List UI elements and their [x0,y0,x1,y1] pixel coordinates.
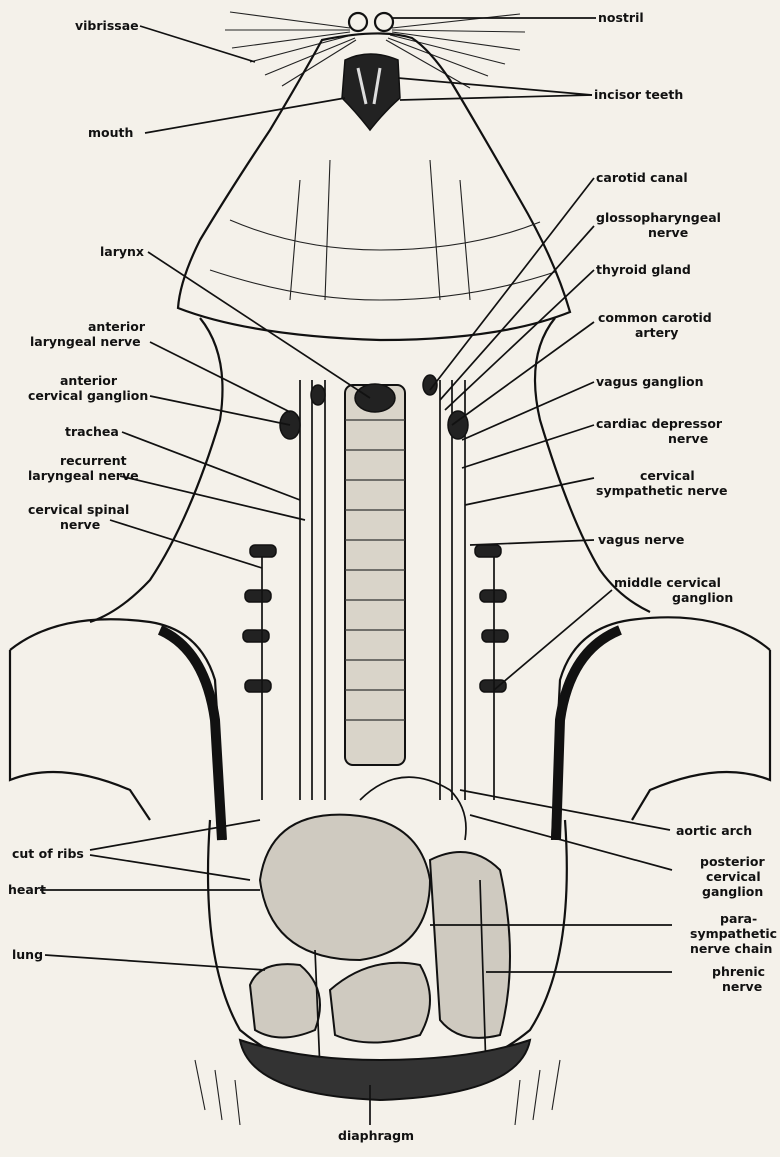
label-posterior-cervical-ganglion-3: ganglion [702,884,763,899]
label-cardiac-depressor-nerve-2: nerve [668,431,708,446]
lung-right-drawing [430,852,510,1038]
label-trachea: trachea [65,424,119,439]
label-parasympathetic-nerve-chain-3: nerve chain [690,941,772,956]
larynx-drawing [355,384,395,412]
label-nostril: nostril [598,10,644,25]
nostril-right [375,13,393,31]
label-cut-of-ribs: cut of ribs [12,846,84,861]
lung-middle-drawing [330,963,430,1043]
label-cervical-sympathetic-nerve-2: sympathetic nerve [596,483,728,498]
label-recurrent-laryngeal-nerve-1: recurrent [60,453,127,468]
label-posterior-cervical-ganglion-2: cervical [706,869,761,884]
label-parasympathetic-nerve-chain-1: para- [720,911,757,926]
label-carotid-canal: carotid canal [596,170,688,185]
mouth-drawing [342,54,400,130]
label-middle-cervical-ganglion-1: middle cervical [614,575,721,590]
trachea-drawing [345,385,405,765]
label-mouth: mouth [88,125,133,140]
label-cervical-spinal-nerve-2: nerve [60,517,100,532]
label-cardiac-depressor-nerve-1: cardiac depressor [596,416,723,431]
label-anterior-cervical-ganglion-2: cervical ganglion [28,388,148,403]
diaphragm-drawing [240,1040,530,1100]
label-common-carotid-artery-1: common carotid [598,310,712,325]
label-phrenic-nerve-2: nerve [722,979,762,994]
label-thyroid-gland: thyroid gland [596,262,691,277]
heart-drawing [260,815,430,960]
label-anterior-laryngeal-nerve-1: anterior [88,319,146,334]
label-common-carotid-artery-2: artery [635,325,678,340]
label-recurrent-laryngeal-nerve-2: laryngeal nerve [28,468,139,483]
label-vibrissae: vibrissae [75,18,139,33]
label-larynx: larynx [100,244,144,259]
label-posterior-cervical-ganglion-1: posterior [700,854,765,869]
label-cervical-sympathetic-nerve-1: cervical [640,468,695,483]
label-parasympathetic-nerve-chain-2: sympathetic [690,926,777,941]
label-cervical-spinal-nerve-1: cervical spinal [28,502,129,517]
label-diaphragm: diaphragm [338,1128,414,1143]
head-illustration [178,12,570,340]
label-glossopharyngeal-nerve-1: glossopharyngeal [596,210,721,225]
nostril-left [349,13,367,31]
label-incisor-teeth: incisor teeth [594,87,683,102]
label-anterior-laryngeal-nerve-2: laryngeal nerve [30,334,141,349]
label-vagus-ganglion: vagus ganglion [596,374,704,389]
lung-left-drawing [250,964,320,1037]
label-middle-cervical-ganglion-2: ganglion [672,590,733,605]
labels-right: nostril incisor teeth carotid canal glos… [594,10,777,994]
label-vagus-nerve: vagus nerve [598,532,684,547]
label-heart: heart [8,882,46,897]
label-aortic-arch: aortic arch [676,823,752,838]
label-lung: lung [12,947,43,962]
label-anterior-cervical-ganglion-1: anterior [60,373,118,388]
neck-illustration [90,318,650,800]
label-phrenic-nerve-1: phrenic [712,964,765,979]
label-glossopharyngeal-nerve-2: nerve [648,225,688,240]
